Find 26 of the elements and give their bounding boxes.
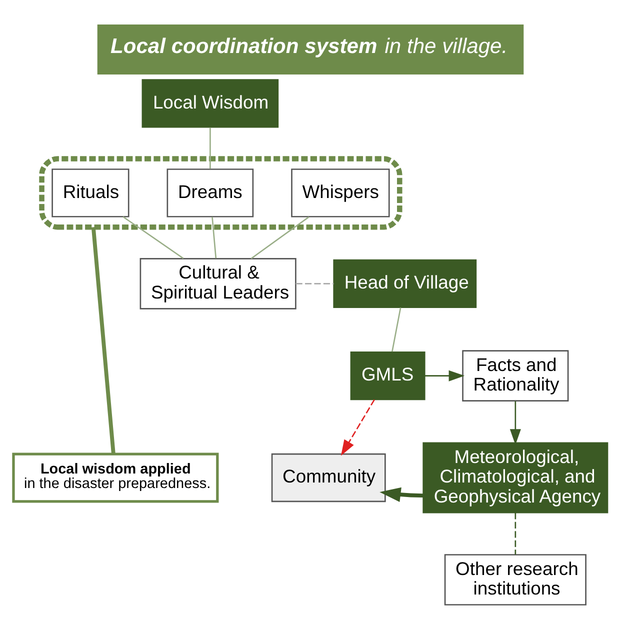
- connector: [91, 226, 116, 454]
- node-box: Other research institutions: [444, 554, 586, 606]
- node-box: Facts and Rationality: [462, 350, 569, 402]
- connector: [122, 216, 184, 259]
- node-box: Whispers: [291, 168, 390, 218]
- node-box: Community: [271, 453, 386, 502]
- node-box: Head of Village: [333, 259, 477, 308]
- connector: [392, 307, 402, 352]
- arrow: [380, 487, 424, 502]
- connector: [212, 216, 217, 258]
- arrow: [340, 399, 375, 456]
- node-box: Dreams: [166, 168, 254, 218]
- node-box: Rituals: [52, 168, 130, 218]
- diagram-title: Local coordination system in the village.: [110, 35, 508, 58]
- node-box: Cultural & Spiritual Leaders: [140, 258, 296, 310]
- cluster: [39, 156, 402, 230]
- arrow: [424, 370, 465, 382]
- connector: [210, 128, 211, 169]
- connector: [250, 216, 310, 260]
- connector: [514, 512, 516, 555]
- arrow: [510, 401, 521, 445]
- node-box: Local Wisdom: [142, 79, 279, 128]
- connector: [296, 283, 334, 284]
- node-box: Local wisdom applied in the disaster preparedness.: [12, 452, 219, 503]
- node-box: Meteorological, Climatological, and Geophysical Agency: [422, 442, 608, 514]
- node-box: GMLS: [350, 351, 426, 400]
